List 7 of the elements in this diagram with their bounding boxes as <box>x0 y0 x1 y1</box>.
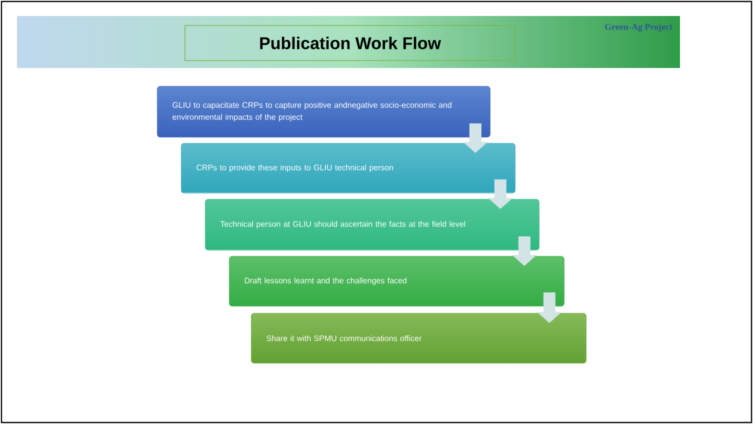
title-box: Publication Work Flow <box>184 25 516 61</box>
step-box: Technical person at GLIU should ascertain the facts at the field level <box>205 199 540 250</box>
step-box: Draft lessons learnt and the challenges faced <box>229 256 564 306</box>
step-box: GLIU to capacitate CRPs to capture positive andnegative socio-economic and environmental impacts of the project <box>157 86 490 138</box>
step-box: Share it with SPMU communications officer <box>251 313 586 364</box>
project-label: Green-Ag Project <box>605 24 672 32</box>
step-box: CRPs to provide these inputs to GLIU technical person <box>181 143 516 194</box>
